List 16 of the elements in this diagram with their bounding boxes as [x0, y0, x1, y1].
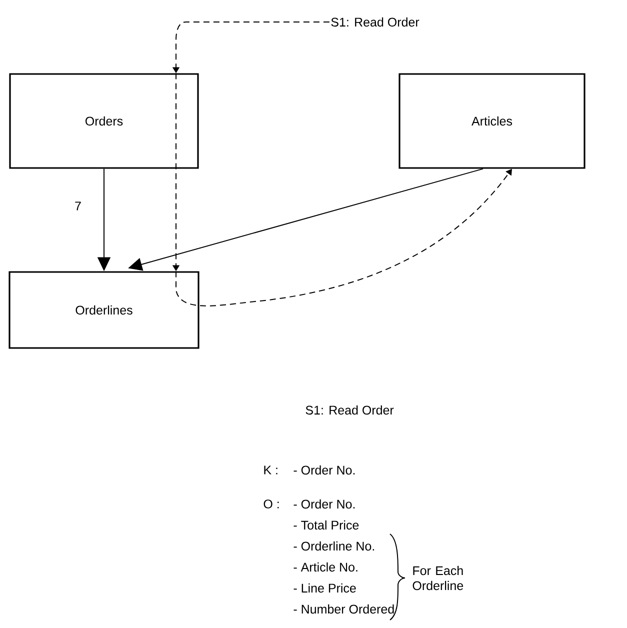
text-label: - Orderline No.	[294, 541, 374, 551]
text-label: - Total Price	[294, 520, 359, 530]
step-label: S1: Read Order	[331, 17, 420, 27]
text-label: - Order No.	[294, 465, 355, 475]
text-label: - Number Ordered	[294, 604, 394, 614]
text-label: For Each Orderline	[412, 566, 464, 590]
text-label: O :	[264, 500, 279, 508]
text-label: S1: Read Order	[306, 405, 394, 415]
text-label: - Article No.	[294, 562, 358, 572]
text-label: - Line Price	[294, 583, 356, 593]
text-label: K :	[264, 466, 278, 474]
entity-box: Orders	[9, 73, 199, 169]
entity-box: Orderlines	[8, 271, 200, 349]
text-label: - Order No.	[294, 499, 355, 509]
entity-box: Articles	[398, 73, 586, 169]
edge-label: 7	[74, 200, 82, 212]
